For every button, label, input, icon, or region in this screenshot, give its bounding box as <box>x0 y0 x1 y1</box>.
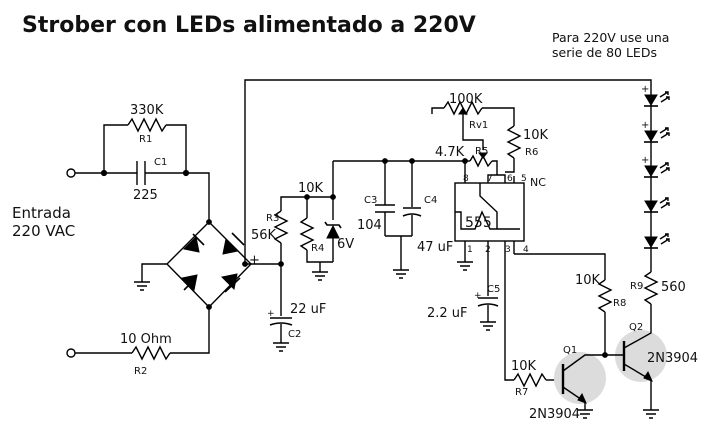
nc-label: NC <box>530 176 546 189</box>
c4-value: 47 uF <box>417 240 453 255</box>
ic-555-body <box>454 182 525 242</box>
r1-value: 330K <box>130 103 164 118</box>
led-3 <box>644 162 670 178</box>
diagram-title: Strober con LEDs alimentado a 220V <box>22 13 476 38</box>
r3-resistor <box>273 210 289 244</box>
r2-resistor <box>131 345 171 361</box>
r1-resistor <box>127 117 167 133</box>
c1-ref: C1 <box>154 157 167 168</box>
c3-value: 104 <box>357 218 382 233</box>
led-2-plus: + <box>641 120 649 131</box>
r9-resistor <box>643 271 659 305</box>
pin-7: 7 <box>487 174 493 184</box>
r3-c2-network <box>269 196 333 352</box>
r9-value: 560 <box>661 280 686 295</box>
c3-c4-network <box>332 158 465 279</box>
r2-ref: R2 <box>134 366 147 377</box>
r6-value: 10K <box>523 128 549 143</box>
r5-value: 4.7K <box>435 145 465 160</box>
rv1-value: 100K <box>449 92 483 107</box>
pin-3: 3 <box>505 245 511 255</box>
ic-555 <box>454 172 525 254</box>
pin-1: 1 <box>467 245 473 255</box>
input-terminal-top <box>66 168 76 178</box>
r7-value: 10K <box>511 359 537 374</box>
q1-part: 2N3904 <box>529 407 580 422</box>
c5-value: 2.2 uF <box>427 306 468 321</box>
r2-value: 10 Ohm <box>120 332 172 347</box>
r8-line <box>514 253 606 280</box>
input-label-line-2: 220 VAC <box>12 222 75 240</box>
r7-line <box>504 254 514 381</box>
r7-ref: R7 <box>515 387 528 398</box>
r8-resistor <box>597 279 613 313</box>
led-4 <box>644 197 670 213</box>
led-1 <box>644 91 670 107</box>
bridge-rectifier <box>134 219 252 310</box>
pin-8: 8 <box>463 174 469 184</box>
r4-resistor <box>299 217 315 251</box>
c3-ref: C3 <box>364 195 377 206</box>
c4-ref: C4 <box>424 195 437 206</box>
r5-ref: R5 <box>475 146 488 157</box>
r4-value: 10K <box>298 181 324 196</box>
bridge-plus: + <box>249 253 260 268</box>
zener-value: 6V <box>337 237 354 252</box>
r8-value: 10K <box>575 273 601 288</box>
note-line-1: Para 220V use una <box>552 30 669 45</box>
input-label-line-1: Entrada <box>12 204 71 222</box>
r4-ref: R4 <box>311 243 324 254</box>
led-3-plus: + <box>641 155 649 166</box>
r7-resistor <box>513 372 547 388</box>
note-line-2: serie de 80 LEDs <box>552 45 657 60</box>
r4-zener-network <box>299 194 342 281</box>
input-terminal-bottom <box>66 348 76 358</box>
r1-c1-network <box>75 117 210 222</box>
r8-ref: R8 <box>613 298 626 309</box>
pin-4: 4 <box>523 245 529 255</box>
c1-value: 225 <box>133 188 158 203</box>
led-2 <box>644 127 670 143</box>
pin-5: 5 <box>521 174 527 184</box>
c2-ref: C2 <box>288 329 301 340</box>
c5-ref: C5 <box>487 284 500 295</box>
c5-polarity: + <box>474 291 482 301</box>
q1-ref: Q1 <box>563 345 577 356</box>
c2-polarity: + <box>267 309 275 319</box>
q2-part: 2N3904 <box>647 351 698 366</box>
pin-6: 6 <box>507 174 513 184</box>
timing-network <box>431 100 522 173</box>
r1-ref: R1 <box>139 134 152 145</box>
r6-resistor <box>506 125 522 159</box>
c2-value: 22 uF <box>290 302 326 317</box>
q2-ref: Q2 <box>629 322 643 333</box>
r5-resistor <box>469 154 493 168</box>
r6-ref: R6 <box>525 147 538 158</box>
led-1-plus: + <box>641 84 649 95</box>
r2-network <box>75 307 210 361</box>
r3-ref: R3 <box>266 213 279 224</box>
rv1-ref: Rv1 <box>469 120 488 131</box>
led-string <box>644 91 670 263</box>
q2-transistor <box>605 330 667 419</box>
r3-value: 56K <box>251 228 277 243</box>
ic-label: 555 <box>465 215 492 231</box>
r9-ref: R9 <box>630 281 643 292</box>
led-5 <box>644 233 670 249</box>
c5-network <box>457 247 499 331</box>
